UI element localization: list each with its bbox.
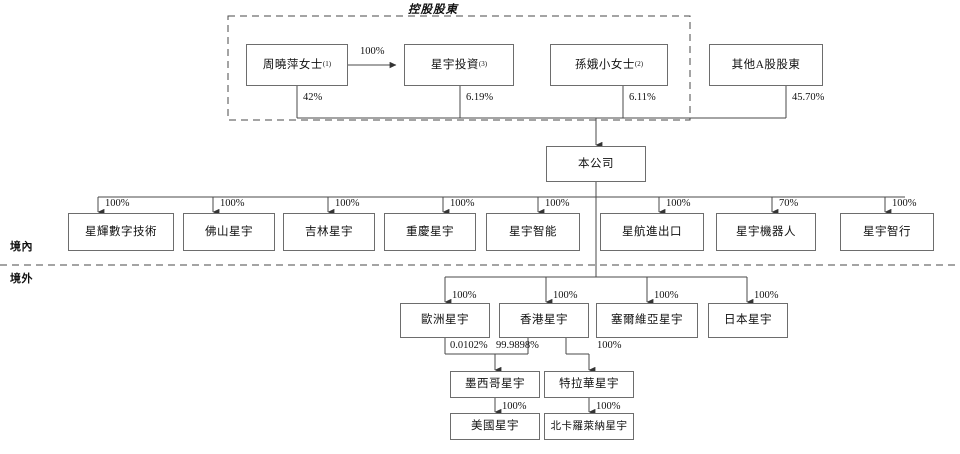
pct-zhou-to-company: 42% bbox=[303, 92, 323, 103]
node-chongqing-xingyu[interactable]: 重慶星宇 bbox=[384, 213, 476, 251]
node-hongkong-xingyu[interactable]: 香港星宇 bbox=[499, 303, 589, 338]
pct-ov1-to-mx: 0.0102% bbox=[450, 340, 488, 351]
pct-sub2: 100% bbox=[220, 198, 245, 209]
node-label: 佛山星宇 bbox=[205, 225, 253, 238]
node-label: 重慶星宇 bbox=[406, 225, 454, 238]
pct-ov3: 100% bbox=[654, 290, 679, 301]
node-label: 塞爾維亞星宇 bbox=[611, 314, 683, 327]
node-europe-xingyu[interactable]: 歐洲星宇 bbox=[400, 303, 490, 338]
node-label: 周曉萍女士 bbox=[262, 58, 323, 71]
node-label: 星宇投資 bbox=[430, 58, 479, 71]
node-label: 其他A股股東 bbox=[731, 58, 801, 71]
pct-mx-to-us: 100% bbox=[502, 401, 527, 412]
pct-sub4: 100% bbox=[450, 198, 475, 209]
node-label: 特拉華星宇 bbox=[559, 378, 619, 391]
node-label: 歐洲星宇 bbox=[421, 314, 469, 327]
node-xinghui-digital-tech[interactable]: 星輝數字技術 bbox=[68, 213, 174, 251]
node-label: 吉林星宇 bbox=[305, 225, 353, 238]
pct-sub1: 100% bbox=[105, 198, 130, 209]
pct-other-a-to-company: 45.70% bbox=[792, 92, 825, 103]
pct-ov4: 100% bbox=[754, 290, 779, 301]
node-delaware-xingyu[interactable]: 特拉華星宇 bbox=[544, 371, 634, 398]
node-the-company[interactable]: 本公司 bbox=[546, 146, 646, 182]
node-footnote-marker: (1) bbox=[322, 60, 332, 69]
pct-invest-to-company: 6.19% bbox=[466, 92, 494, 103]
node-label: 星宇機器人 bbox=[736, 225, 796, 238]
node-xingyu-zhixing[interactable]: 星宇智行 bbox=[840, 213, 934, 251]
node-label: 本公司 bbox=[578, 157, 614, 170]
node-zhou-xiaoping[interactable]: 周曉萍女士(1) bbox=[246, 44, 348, 86]
pct-sub5: 100% bbox=[545, 198, 570, 209]
pct-ov1: 100% bbox=[452, 290, 477, 301]
zone-label-domestic: 境內 bbox=[10, 241, 33, 253]
node-label: 北卡羅萊納星宇 bbox=[550, 420, 628, 432]
node-label: 孫娥小女士 bbox=[574, 58, 635, 71]
node-xingyu-robotics[interactable]: 星宇機器人 bbox=[716, 213, 816, 251]
node-label: 星宇智能 bbox=[509, 225, 557, 238]
pct-sub8: 100% bbox=[892, 198, 917, 209]
node-other-a-shareholders[interactable]: 其他A股股東 bbox=[709, 44, 823, 86]
node-label: 星輝數字技術 bbox=[85, 225, 157, 238]
pct-sub6: 100% bbox=[666, 198, 691, 209]
pct-de-to-nc: 100% bbox=[596, 401, 621, 412]
controlling-shareholder-title: 控股股東 bbox=[408, 4, 458, 16]
node-label: 星航進出口 bbox=[622, 225, 682, 238]
node-label: 日本星宇 bbox=[724, 314, 772, 327]
node-label: 美國星宇 bbox=[471, 420, 519, 433]
node-north-carolina-xingyu[interactable]: 北卡羅萊納星宇 bbox=[544, 413, 634, 440]
node-jilin-xingyu[interactable]: 吉林星宇 bbox=[283, 213, 375, 251]
node-japan-xingyu[interactable]: 日本星宇 bbox=[708, 303, 788, 338]
node-mexico-xingyu[interactable]: 墨西哥星宇 bbox=[450, 371, 540, 398]
node-label: 香港星宇 bbox=[520, 314, 568, 327]
node-xingyu-intelligent[interactable]: 星宇智能 bbox=[486, 213, 580, 251]
node-foshan-xingyu[interactable]: 佛山星宇 bbox=[183, 213, 275, 251]
node-usa-xingyu[interactable]: 美國星宇 bbox=[450, 413, 540, 440]
zone-label-overseas: 境外 bbox=[10, 273, 33, 285]
pct-sub7: 70% bbox=[779, 198, 799, 209]
controlling-shareholder-dashed-box bbox=[227, 15, 691, 121]
node-label: 星宇智行 bbox=[863, 225, 911, 238]
pct-ov2: 100% bbox=[553, 290, 578, 301]
pct-ov2-to-de: 100% bbox=[597, 340, 622, 351]
node-xingyu-investment[interactable]: 星宇投資(3) bbox=[404, 44, 514, 86]
node-footnote-marker: (3) bbox=[478, 60, 488, 69]
pct-zhou-to-invest: 100% bbox=[360, 46, 385, 57]
node-xinghang-import-export[interactable]: 星航進出口 bbox=[600, 213, 704, 251]
pct-sun-to-company: 6.11% bbox=[629, 92, 656, 103]
pct-ov2-to-mx: 99.9898% bbox=[496, 340, 539, 351]
node-label: 墨西哥星宇 bbox=[465, 378, 525, 391]
pct-sub3: 100% bbox=[335, 198, 360, 209]
node-serbia-xingyu[interactable]: 塞爾維亞星宇 bbox=[596, 303, 698, 338]
node-sun-exiao[interactable]: 孫娥小女士(2) bbox=[550, 44, 668, 86]
node-footnote-marker: (2) bbox=[634, 60, 644, 69]
